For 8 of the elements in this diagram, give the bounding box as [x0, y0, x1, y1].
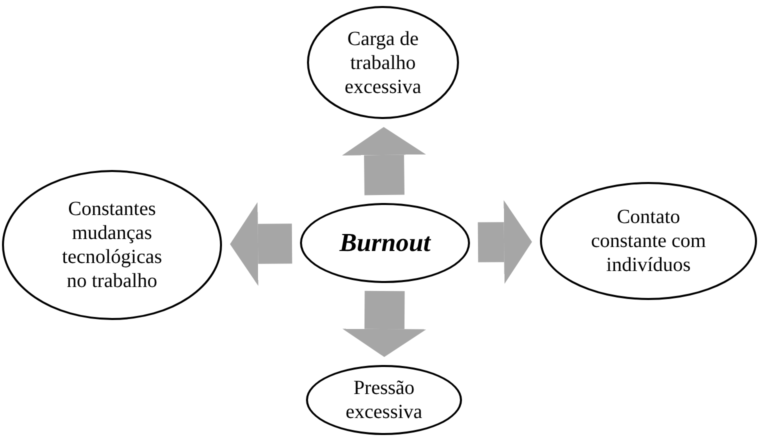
- center-label: Burnout: [338, 227, 432, 259]
- node-label: Pressão excessiva: [344, 376, 424, 424]
- node-label: Contato constante com indivíduos: [590, 205, 707, 277]
- block-arrow: [342, 290, 426, 357]
- node-label: Constantes mudanças tecnológicas no trabalho: [61, 197, 163, 293]
- block-arrow: [230, 202, 292, 286]
- block-arrow: [478, 200, 532, 284]
- node-label: Carga de trabalho excessiva: [344, 26, 422, 98]
